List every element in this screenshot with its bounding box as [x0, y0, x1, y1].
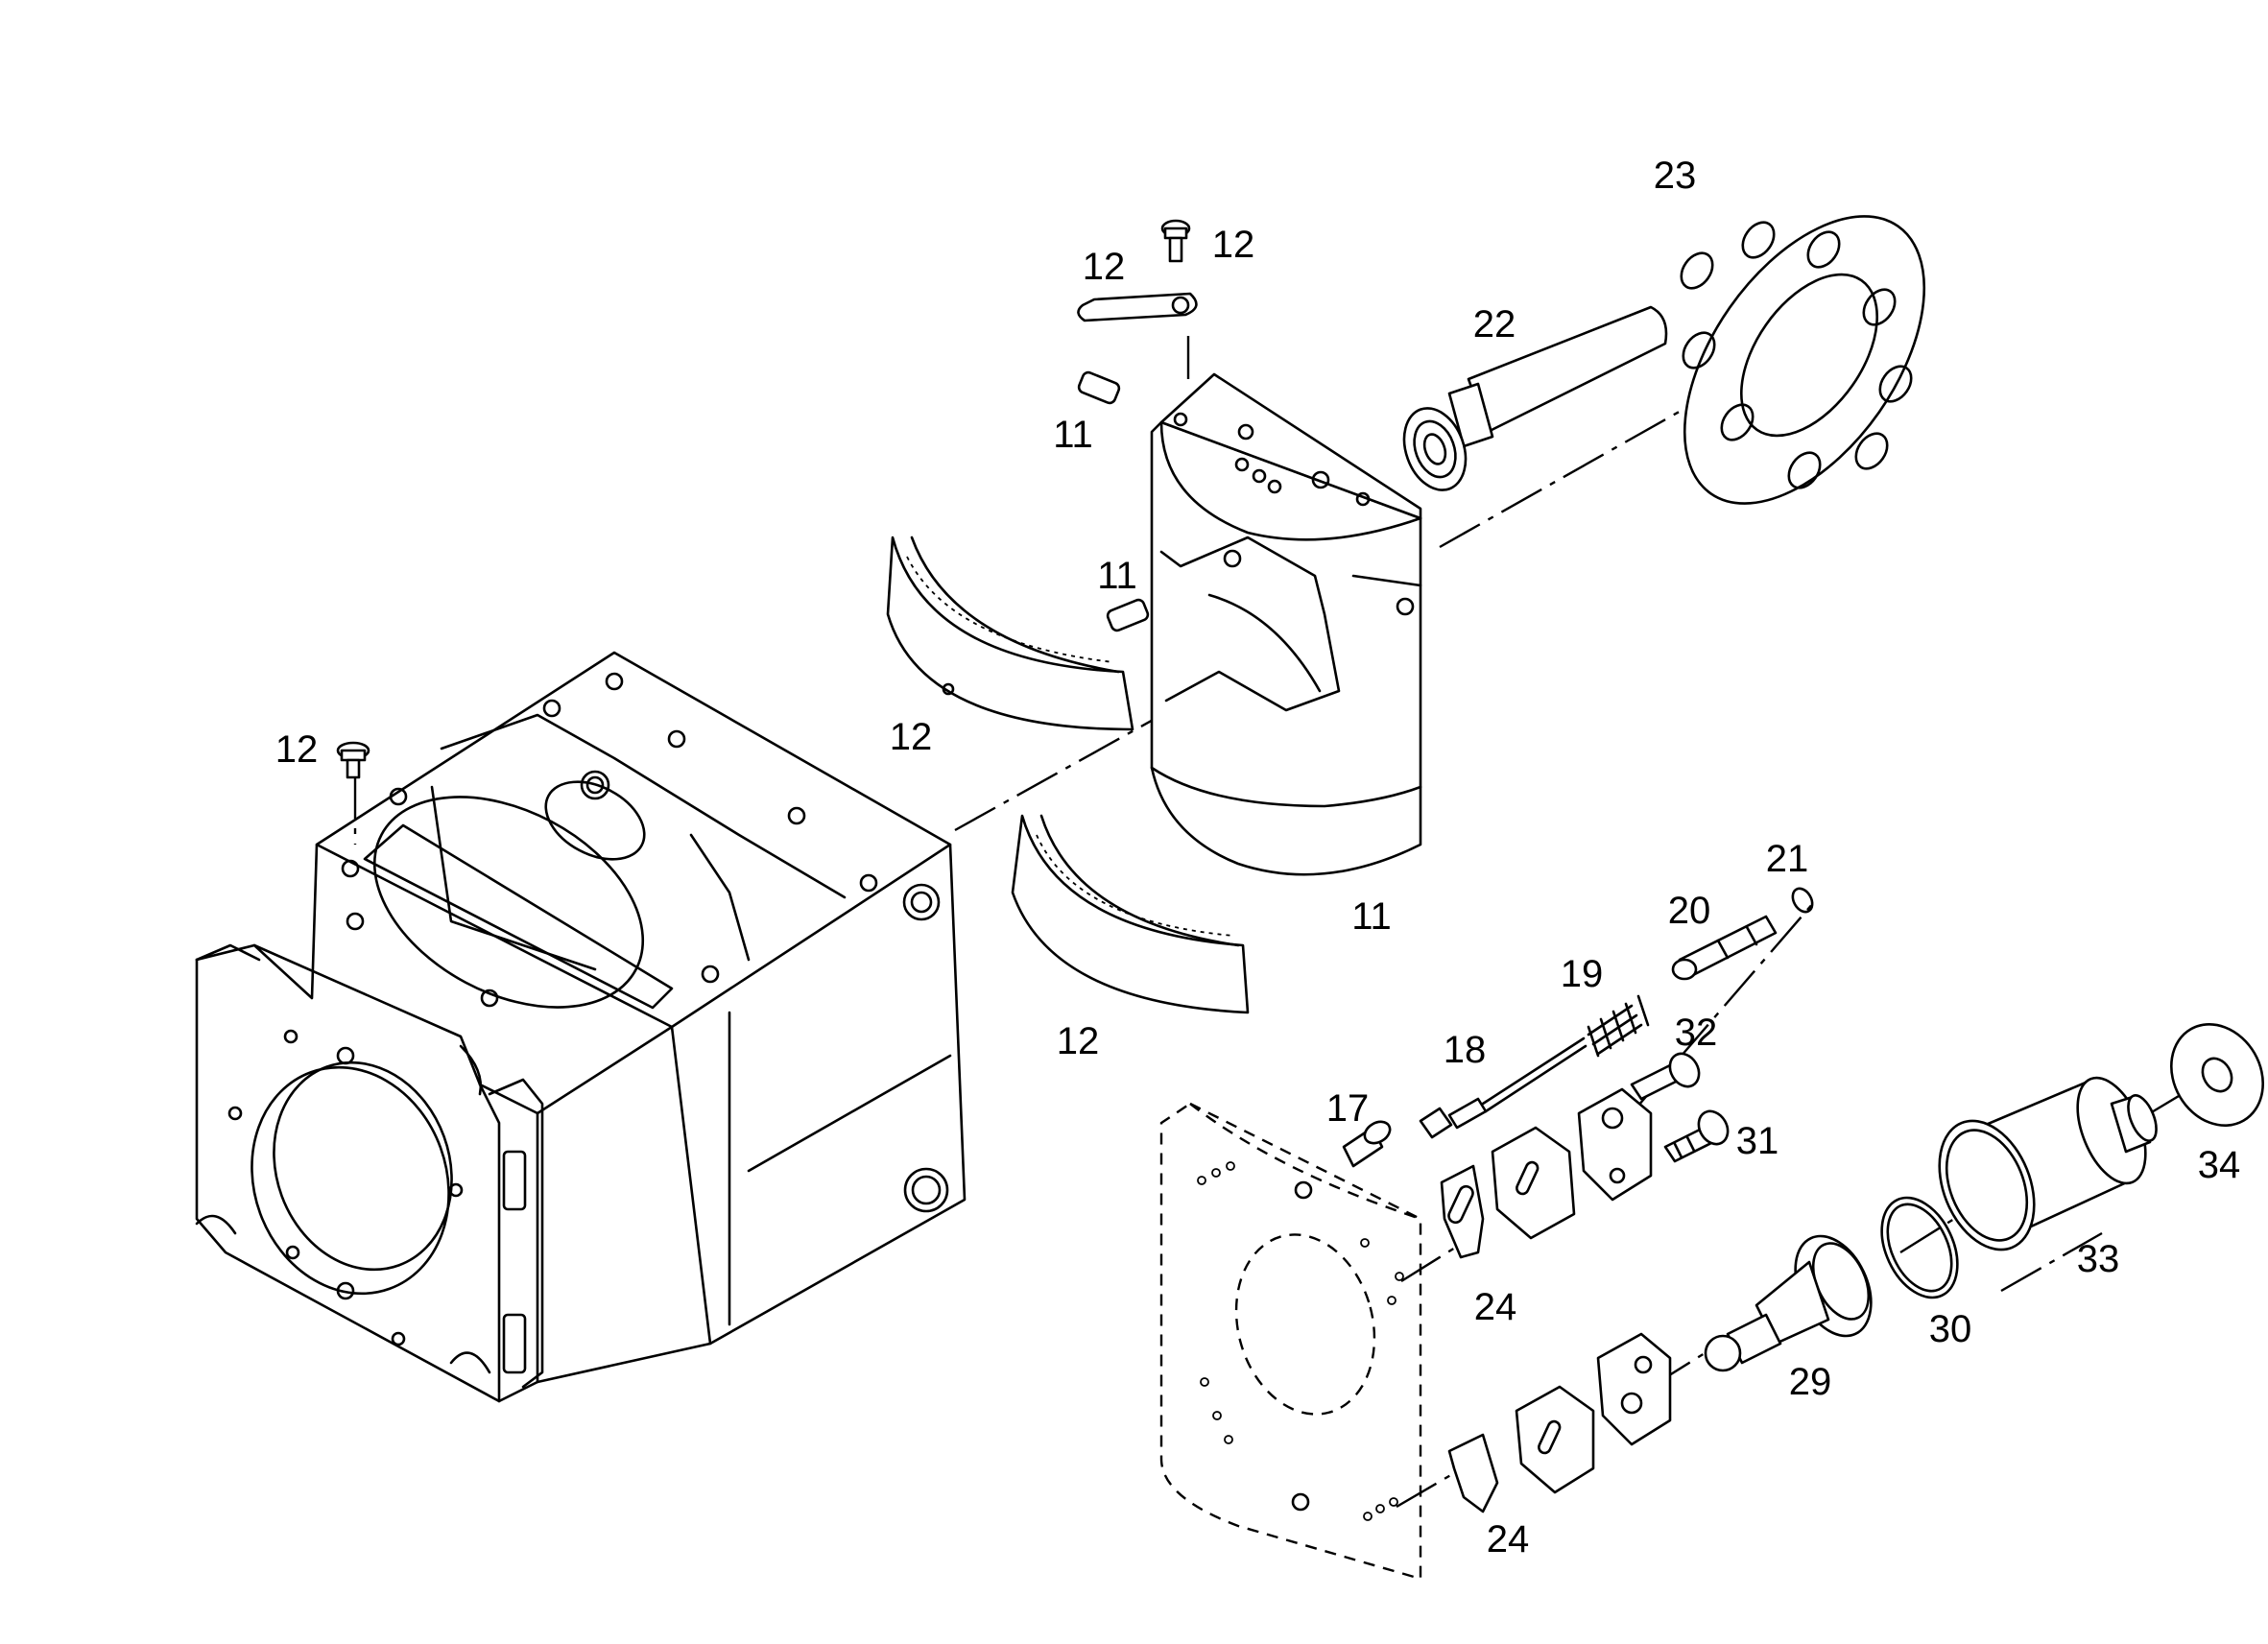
- valve-insert-17: [1342, 1120, 1392, 1168]
- callout-label: 21: [1765, 838, 1809, 880]
- callout-label: 20: [1667, 890, 1711, 932]
- callout-label: 11: [1097, 555, 1137, 597]
- callout-label: 12: [1056, 1020, 1100, 1062]
- callout-label: 12: [1082, 246, 1126, 288]
- valve-spool-20: [1671, 915, 1778, 981]
- cylinder-33: [1938, 1076, 2158, 1251]
- gasket-24-upper: [1440, 1087, 1653, 1259]
- push-rod-18: [1419, 1036, 1588, 1139]
- callout-label: 18: [1443, 1029, 1487, 1071]
- callout-label: 12: [275, 728, 319, 771]
- callout-label: 24: [1473, 1286, 1517, 1328]
- callout-label: 11: [1053, 414, 1093, 456]
- callout-label: 23: [1653, 155, 1697, 197]
- screw-31: [1663, 1109, 1730, 1163]
- callout-label: 33: [2076, 1238, 2120, 1280]
- cylinder-block-11: [1150, 372, 1422, 876]
- brake-shoe-12-lower: [1011, 814, 1250, 1014]
- plug-11-middle: [1106, 598, 1150, 632]
- screw-12-top: [1160, 219, 1191, 263]
- main-housing: [195, 651, 967, 1403]
- gasket-24-lower: [1447, 1332, 1672, 1513]
- callout-label: 12: [1211, 224, 1255, 266]
- callout-label: 34: [2197, 1144, 2241, 1186]
- callout-label: 17: [1325, 1087, 1370, 1130]
- screw-32: [1630, 1052, 1701, 1101]
- callout-label: 29: [1788, 1361, 1832, 1403]
- washer-34: [2170, 1023, 2264, 1127]
- callout-label: 19: [1560, 953, 1604, 995]
- o-ring-30: [1880, 1196, 1959, 1299]
- clip-12-top: [1077, 292, 1198, 322]
- valve-cover-hidden: [1159, 1102, 1422, 1581]
- bolt-12-housing: [336, 741, 370, 779]
- plug-11-top: [1077, 370, 1121, 405]
- brake-shoe-12-upper: [886, 536, 1134, 731]
- callout-label: 22: [1472, 303, 1516, 345]
- retainer-plate-23: [1680, 215, 1926, 505]
- piston-22: [1402, 305, 1668, 491]
- callout-label: 30: [1928, 1308, 1972, 1350]
- callout-label: 24: [1486, 1518, 1530, 1561]
- callout-label: 31: [1735, 1120, 1779, 1162]
- o-ring-21: [1791, 887, 1814, 914]
- callout-label: 12: [889, 716, 933, 758]
- callout-label: 11: [1351, 895, 1392, 938]
- spring-19: [1587, 994, 1650, 1058]
- callout-label: 32: [1674, 1012, 1718, 1054]
- piston-29: [1704, 1234, 1873, 1372]
